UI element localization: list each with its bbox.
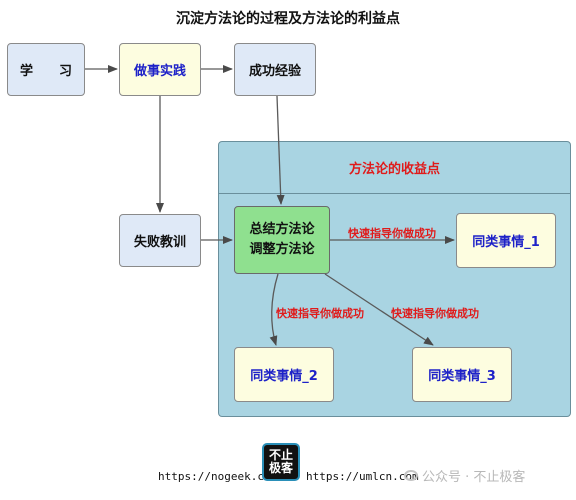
arrow-success-to-summarize	[276, 95, 285, 205]
node-practice[interactable]: 做事实践	[119, 43, 201, 96]
node-similar-3[interactable]: 同类事情_3	[412, 347, 512, 402]
nogeek-logo: 不止 极客	[262, 443, 300, 481]
wechat-watermark-text: 公众号 · 不止极客	[422, 470, 526, 485]
benefits-region-title: 方法论的收益点	[219, 142, 570, 194]
node-success-experience-label: 成功经验	[248, 64, 301, 79]
wechat-icon	[404, 470, 418, 481]
node-practice-label: 做事实践	[133, 64, 186, 79]
wechat-watermark: 公众号 · 不止极客	[404, 466, 525, 485]
node-study[interactable]: 学 习	[7, 43, 85, 96]
footer-right-url[interactable]: https://umlcn.com	[306, 470, 419, 483]
diagram-title: 沉淀方法论的过程及方法论的利益点	[176, 11, 400, 27]
node-success-experience[interactable]: 成功经验	[234, 43, 316, 96]
node-similar-2-label: 同类事情_2	[250, 369, 318, 384]
node-similar-1-label: 同类事情_1	[472, 235, 540, 250]
node-summarize-methodology[interactable]: 总结方法论 调整方法论	[234, 206, 330, 274]
arrow-summarize-to-similar-2	[269, 273, 279, 346]
node-summarize-methodology-label: 总结方法论 调整方法论	[249, 222, 315, 257]
node-similar-3-label: 同类事情_3	[428, 369, 496, 384]
edge-label-to-similar-1: 快速指导你做成功	[348, 227, 436, 240]
logo-line-1: 不止	[268, 448, 293, 462]
edge-label-to-similar-2: 快速指导你做成功	[276, 307, 364, 320]
node-study-label: 学 习	[19, 64, 72, 79]
logo-line-2: 极客	[268, 461, 293, 475]
node-failure-lesson-label: 失败教训	[133, 235, 186, 250]
footer-left-url[interactable]: https://nogeek.cn	[158, 470, 271, 483]
node-failure-lesson[interactable]: 失败教训	[119, 214, 201, 267]
node-similar-1[interactable]: 同类事情_1	[456, 213, 556, 268]
arrow-summarize-to-similar-3	[324, 273, 434, 346]
node-similar-2[interactable]: 同类事情_2	[234, 347, 334, 402]
edge-label-to-similar-3: 快速指导你做成功	[391, 307, 479, 320]
